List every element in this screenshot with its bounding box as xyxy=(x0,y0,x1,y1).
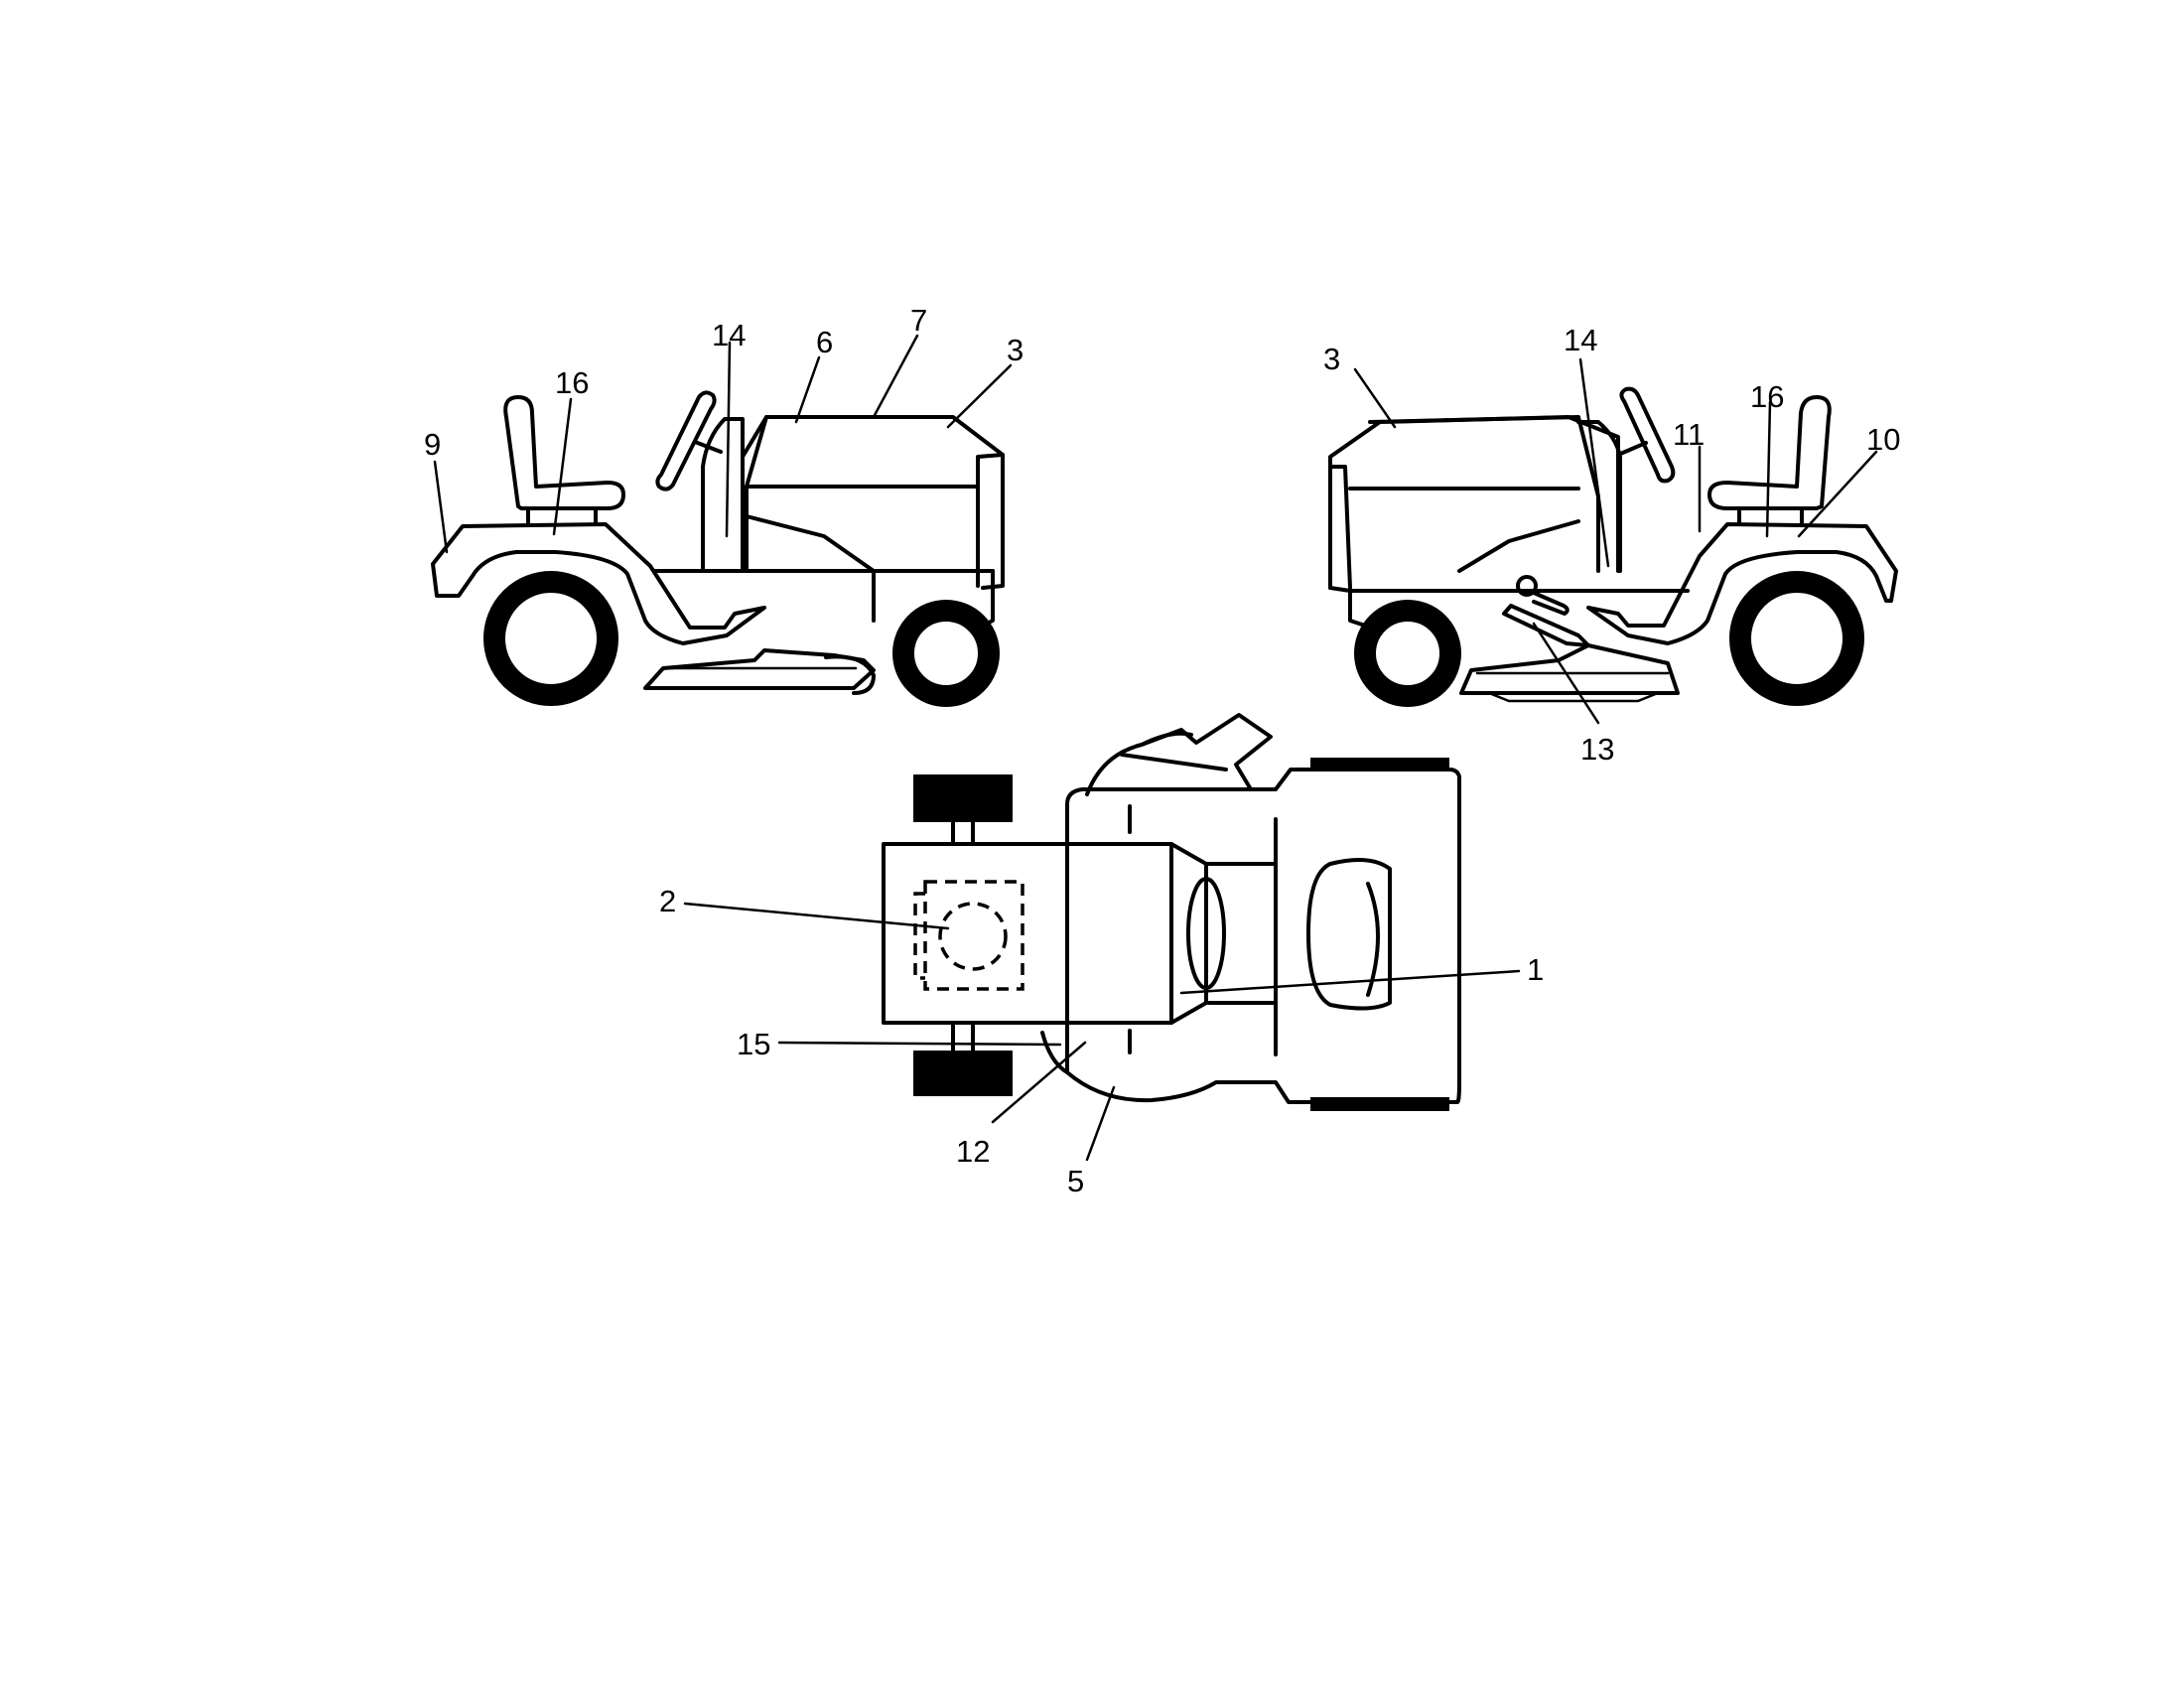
callout-leader-15 xyxy=(777,1041,1062,1047)
callout-leader-3 xyxy=(946,363,1013,429)
callout-leader-9 xyxy=(433,460,449,554)
callout-2: 2 xyxy=(659,884,676,918)
callout-10: 10 xyxy=(1866,422,1900,457)
callout-13: 13 xyxy=(1580,732,1614,767)
callout-11: 11 xyxy=(1673,417,1705,452)
callout-leader-16r xyxy=(1765,400,1772,538)
callout-leader-3r xyxy=(1353,367,1397,429)
callout-16: 16 xyxy=(555,365,589,400)
callout-7: 7 xyxy=(910,303,927,338)
callout-leader-16 xyxy=(552,397,573,536)
callout-15: 15 xyxy=(737,1027,770,1061)
callout-leader-14r xyxy=(1578,357,1610,568)
callout-6: 6 xyxy=(816,325,833,359)
callout-leader-14 xyxy=(725,341,732,538)
callout-1: 1 xyxy=(1527,952,1544,987)
callout-16: 16 xyxy=(1750,379,1784,414)
callout-14: 14 xyxy=(1564,323,1597,357)
callout-14: 14 xyxy=(712,318,746,352)
tractor-left-side-view: 14 6 7 3 16 9 xyxy=(424,303,1024,707)
callout-leader-7 xyxy=(872,334,919,419)
callout-9: 9 xyxy=(424,427,441,462)
callout-leader-12 xyxy=(991,1041,1087,1124)
callout-leader-2 xyxy=(683,902,950,930)
tractor-right-side-view: 3 14 16 11 10 13 xyxy=(1323,323,1900,767)
callout-leader-6 xyxy=(794,355,821,424)
callout-leader-10 xyxy=(1797,450,1878,538)
callout-12: 12 xyxy=(956,1134,990,1169)
callout-3: 3 xyxy=(1007,333,1024,367)
callout-leader-1 xyxy=(1179,969,1521,995)
callout-leader-5 xyxy=(1085,1085,1116,1162)
callout-leader-13 xyxy=(1532,622,1600,725)
callout-3: 3 xyxy=(1323,342,1340,376)
callout-5: 5 xyxy=(1067,1164,1084,1198)
tractor-top-view: 2 1 15 12 5 xyxy=(659,713,1544,1198)
